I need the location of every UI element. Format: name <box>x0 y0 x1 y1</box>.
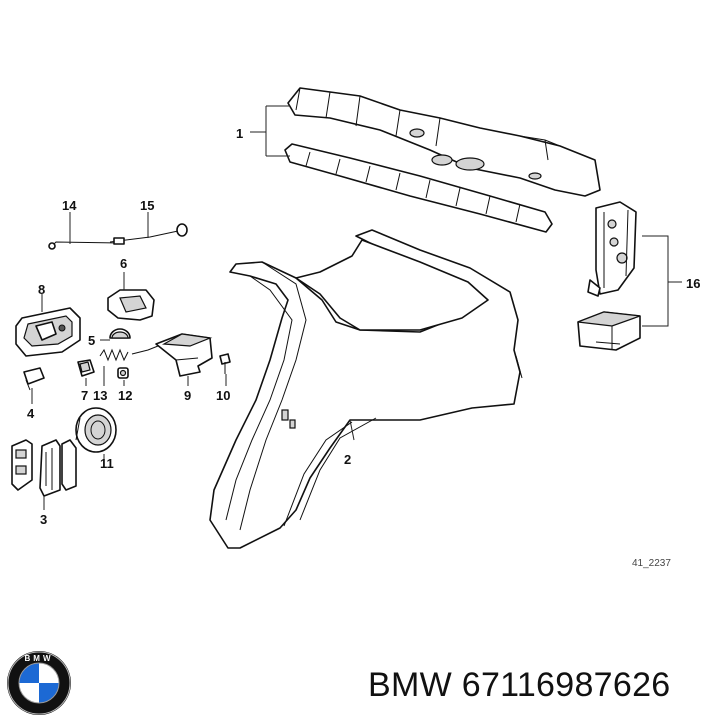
callout-4: 4 <box>27 406 35 421</box>
callout-9: 9 <box>184 388 191 403</box>
screw-part-10 <box>219 353 231 374</box>
hinge-assembly-part-3 <box>11 439 77 497</box>
callout-13: 13 <box>93 388 107 403</box>
callout-6: 6 <box>120 256 127 271</box>
leader-lines <box>31 105 682 510</box>
svg-text:BMW: BMW <box>25 654 54 663</box>
callout-11: 11 <box>100 456 114 471</box>
callout-16: 16 <box>686 276 700 291</box>
callout-5: 5 <box>88 333 95 348</box>
bushing-part-12 <box>117 367 129 379</box>
cable-part-14 <box>48 241 121 250</box>
callout-2: 2 <box>344 452 351 467</box>
block-part-16 <box>577 311 641 351</box>
spring-part-13 <box>99 348 129 362</box>
callout-15: 15 <box>140 198 154 213</box>
actuator-part-9 <box>131 333 213 377</box>
bmw-logo-icon: BMW <box>7 651 71 715</box>
callout-7: 7 <box>81 388 88 403</box>
callout-3: 3 <box>40 512 47 527</box>
hinge-part-4 <box>23 367 45 391</box>
housing-part-6 <box>107 289 155 321</box>
callout-14: 14 <box>62 198 77 213</box>
callout-12: 12 <box>118 388 132 403</box>
grommet-part-11 <box>75 407 117 453</box>
cap-part-5 <box>109 328 131 339</box>
callout-1: 1 <box>236 126 243 141</box>
callout-8: 8 <box>38 282 45 297</box>
diagram-code: 41_2237 <box>632 558 671 569</box>
part-number-title: BMW 67116987626 <box>368 666 671 704</box>
bracket-part-16 <box>587 201 637 297</box>
cross-member-lower-rail <box>284 143 553 233</box>
quarter-panel <box>209 229 523 549</box>
cross-member-upper <box>287 87 601 197</box>
fuel-door-part-8 <box>15 307 81 357</box>
clip-part-7 <box>77 359 95 377</box>
callout-10: 10 <box>216 388 230 403</box>
cable-part-15 <box>109 223 188 245</box>
